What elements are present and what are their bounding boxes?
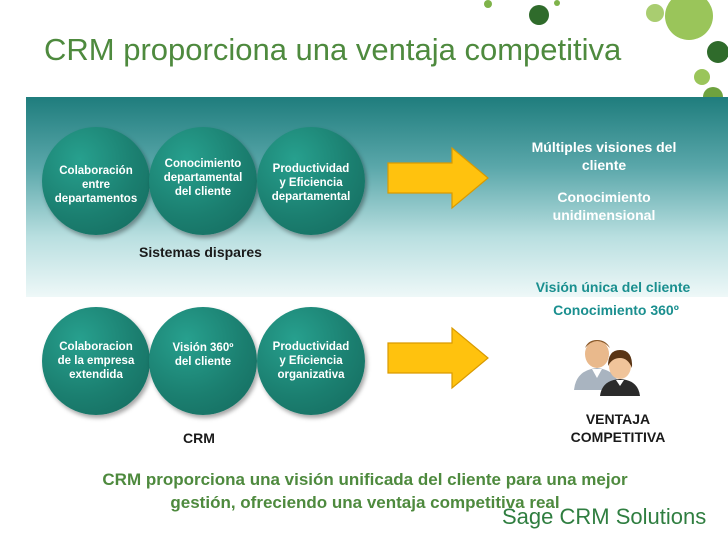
circle-vision-360	[149, 307, 257, 415]
circle-productividad-departamental	[257, 127, 365, 235]
footer-statement: CRM proporciona una visión unificada del…	[102, 470, 628, 512]
arrow-right-icon	[387, 326, 489, 390]
circle-label: Colaboración entre departamentos	[54, 165, 138, 205]
circle-label: Productividad y Eficiencia organizativa	[272, 341, 350, 381]
brand-logo: Sage CRM Solutions	[502, 504, 707, 529]
users-icon	[574, 340, 640, 396]
circle-conocimiento-departamental	[149, 127, 257, 235]
page-title: CRM proporciona una ventaja competitiva	[44, 32, 622, 67]
circle-label: Conocimiento departamental del cliente	[163, 158, 243, 198]
result-conocimiento-360: Conocimiento 360º	[553, 302, 679, 318]
result-multiples-visiones: Múltiples visiones del cliente	[531, 139, 677, 173]
ventaja-competitiva: VENTAJA COMPETITIVA	[570, 411, 666, 445]
circle-label: Colaboracion de la empresa extendida	[57, 341, 135, 381]
circle-colaboracion-departamentos	[42, 127, 150, 235]
arrow-right-icon	[387, 146, 489, 210]
result-conocimiento-unidimensional: Conocimiento unidimensional	[552, 189, 656, 223]
circle-label: Productividad y Eficiencia departamental	[271, 163, 351, 203]
circle-label: Visión 360º del cliente	[172, 342, 234, 368]
caption-sistemas-dispares: Sistemas dispares	[139, 244, 262, 260]
circle-colaboracion-empresa	[42, 307, 150, 415]
result-vision-unica: Visión única del cliente	[535, 279, 691, 295]
caption-crm: CRM	[183, 430, 215, 446]
circle-productividad-organizativa	[257, 307, 365, 415]
